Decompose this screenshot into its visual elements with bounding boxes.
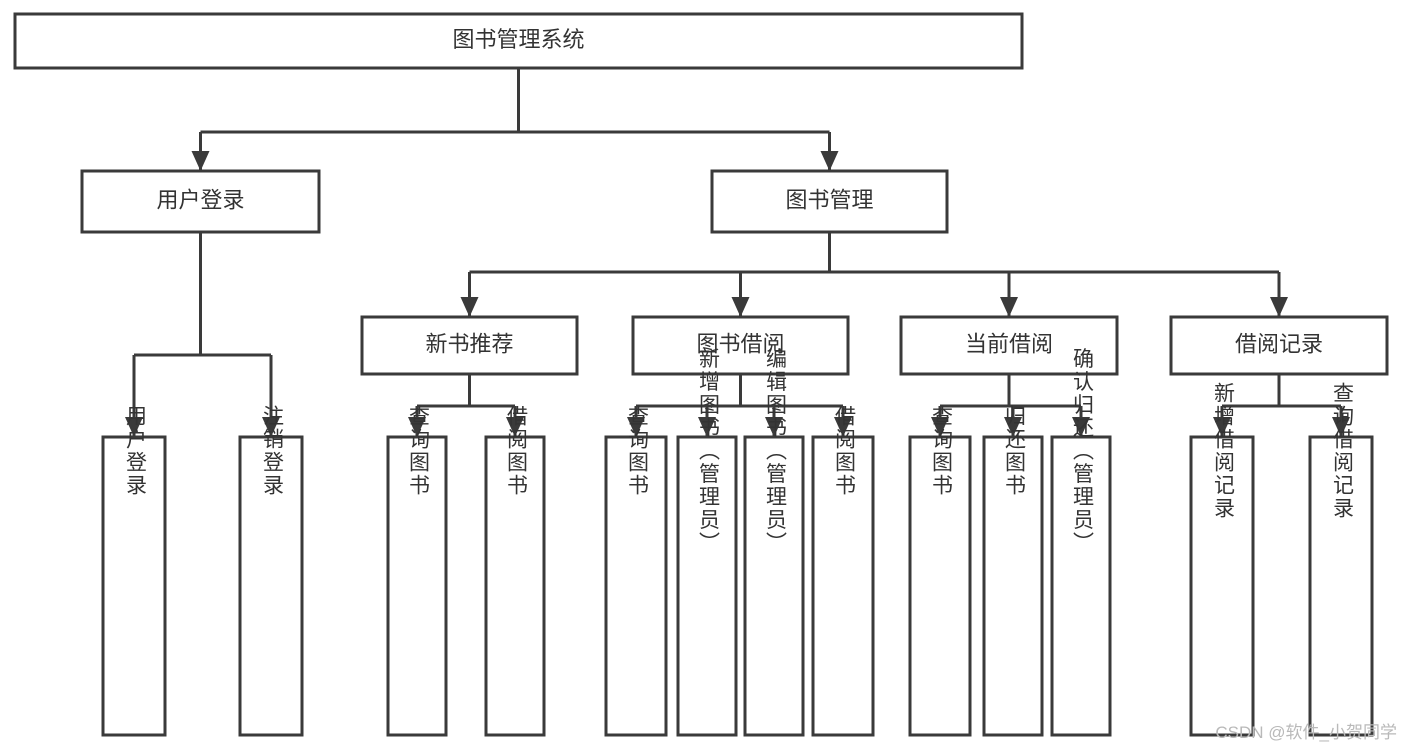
node-leaf-query-borrow-record[interactable]: 查询借阅记录 — [1308, 382, 1374, 737]
arrow-head-icon — [1270, 297, 1288, 317]
node-label-current-borrow: 当前借阅 — [965, 331, 1053, 356]
node-label-leaf-return-book: 归还图书 — [1002, 405, 1026, 497]
node-label-book-borrow: 图书借阅 — [696, 331, 784, 356]
node-label-leaf-query-book-borrow: 查询图书 — [625, 405, 649, 497]
node-leaf-query-book-borrow[interactable]: 查询图书 — [604, 405, 668, 737]
arrow-head-icon — [1072, 417, 1090, 437]
arrow-head-icon — [191, 151, 210, 171]
arrow-head-icon — [262, 417, 280, 437]
node-box-leaf-borrow-book — [811, 435, 875, 737]
node-layer: 图书管理系统用户登录图书管理新书推荐图书借阅当前借阅借阅记录用户登录注销登录查询… — [13, 12, 1389, 737]
node-label-leaf-add-borrow-record: 新增借阅记录 — [1211, 382, 1235, 520]
node-leaf-confirm-return[interactable]: 确认归还（管理员） — [1050, 348, 1112, 737]
arrow-head-icon — [1004, 417, 1022, 437]
arrow-head-icon — [408, 417, 426, 437]
connector-layer — [125, 68, 1350, 437]
node-leaf-borrow-book[interactable]: 借阅图书 — [811, 405, 875, 737]
node-box-leaf-add-book — [676, 435, 738, 737]
arrow-head-icon — [1000, 297, 1018, 317]
node-label-borrow-record: 借阅记录 — [1235, 331, 1323, 356]
node-book-borrow[interactable]: 图书借阅 — [631, 315, 850, 376]
arrow-head-icon — [765, 417, 783, 437]
arrow-head-icon — [627, 417, 645, 437]
arrow-head-icon — [460, 297, 479, 317]
node-box-leaf-borrow-book-recommend — [484, 435, 546, 737]
node-box-current-borrow — [899, 315, 1119, 376]
node-label-leaf-add-book: 新增图书（管理员） — [696, 348, 720, 555]
node-leaf-return-book[interactable]: 归还图书 — [982, 405, 1044, 737]
node-label-leaf-query-borrow-record: 查询借阅记录 — [1330, 382, 1354, 520]
arrow-head-icon — [698, 417, 716, 437]
node-label-leaf-query-book-recommend: 查询图书 — [406, 405, 430, 497]
node-leaf-add-borrow-record[interactable]: 新增借阅记录 — [1189, 382, 1255, 737]
node-label-leaf-user-logout: 注销登录 — [260, 405, 284, 497]
node-current-borrow[interactable]: 当前借阅 — [899, 315, 1119, 376]
node-book-manage[interactable]: 图书管理 — [710, 169, 949, 234]
node-new-book-recommend[interactable]: 新书推荐 — [360, 315, 579, 376]
node-label-leaf-borrow-book-recommend: 借阅图书 — [504, 405, 528, 497]
node-leaf-user-login[interactable]: 用户登录 — [101, 405, 167, 737]
arrow-head-icon — [125, 417, 143, 437]
node-user-login[interactable]: 用户登录 — [80, 169, 321, 234]
arrow-head-icon — [834, 417, 852, 437]
node-box-leaf-user-login — [101, 435, 167, 737]
node-box-leaf-user-logout — [238, 435, 304, 737]
arrow-head-icon — [931, 417, 949, 437]
node-label-leaf-confirm-return: 确认归还（管理员） — [1070, 348, 1094, 555]
node-box-leaf-edit-book — [743, 435, 805, 737]
node-box-borrow-record — [1169, 315, 1389, 376]
node-box-new-book-recommend — [360, 315, 579, 376]
node-box-book-borrow — [631, 315, 850, 376]
arrow-head-icon — [506, 417, 524, 437]
node-label-user-login: 用户登录 — [156, 187, 244, 212]
node-leaf-query-book-recommend[interactable]: 查询图书 — [386, 405, 448, 737]
node-leaf-query-book-current[interactable]: 查询图书 — [908, 405, 972, 737]
node-box-user-login — [80, 169, 321, 234]
node-box-book-manage — [710, 169, 949, 234]
arrow-head-icon — [731, 297, 750, 317]
node-leaf-borrow-book-recommend[interactable]: 借阅图书 — [484, 405, 546, 737]
node-label-undefined: 图书管理系统 — [452, 27, 584, 52]
node-borrow-record[interactable]: 借阅记录 — [1169, 315, 1389, 376]
node-label-leaf-borrow-book: 借阅图书 — [832, 405, 856, 497]
arrow-head-icon — [1213, 417, 1231, 437]
node-label-new-book-recommend: 新书推荐 — [425, 331, 513, 356]
node-leaf-user-logout[interactable]: 注销登录 — [238, 405, 304, 737]
node-leaf-edit-book[interactable]: 编辑图书（管理员） — [743, 348, 805, 737]
node-box-leaf-return-book — [982, 435, 1044, 737]
node-label-leaf-user-login: 用户登录 — [123, 405, 147, 497]
node-undefined[interactable]: 图书管理系统 — [13, 12, 1024, 70]
node-box-leaf-query-borrow-record — [1308, 435, 1374, 737]
node-box-leaf-query-book-current — [908, 435, 972, 737]
node-box-undefined — [13, 12, 1024, 70]
node-box-leaf-query-book-recommend — [386, 435, 448, 737]
node-leaf-add-book[interactable]: 新增图书（管理员） — [676, 348, 738, 737]
node-label-leaf-query-book-current: 查询图书 — [929, 405, 953, 497]
node-box-leaf-confirm-return — [1050, 435, 1112, 737]
node-label-leaf-edit-book: 编辑图书（管理员） — [763, 348, 787, 555]
node-box-leaf-add-borrow-record — [1189, 435, 1255, 737]
arrow-head-icon — [820, 151, 839, 171]
node-label-book-manage: 图书管理 — [785, 187, 873, 212]
arrow-head-icon — [1332, 417, 1350, 437]
node-box-leaf-query-book-borrow — [604, 435, 668, 737]
